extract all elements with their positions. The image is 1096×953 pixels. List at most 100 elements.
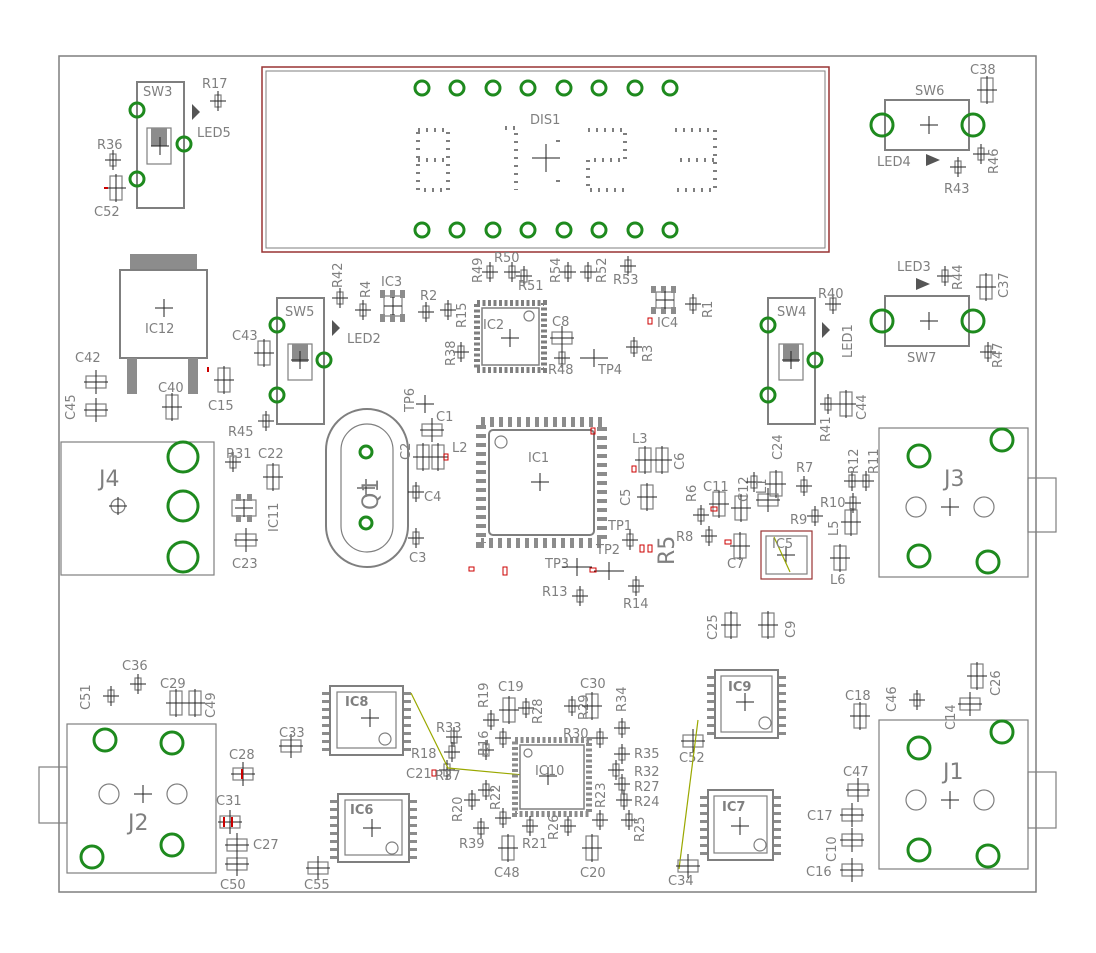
label-c12: C12 — [737, 476, 752, 502]
label-r42: R42 — [331, 262, 346, 288]
label-c17: C17 — [807, 809, 833, 824]
ic-ic5: IC5 — [760, 530, 813, 580]
label-c5: C5 — [619, 489, 634, 506]
label-l5: L5 — [827, 520, 842, 536]
label-r52: R52 — [595, 257, 610, 283]
label-ic10: IC10 — [535, 764, 564, 779]
label-led3: LED3 — [897, 260, 931, 275]
label-c20: C20 — [580, 866, 606, 881]
label-l3: L3 — [632, 432, 648, 447]
label-c27: C27 — [253, 838, 279, 853]
label-led4: LED4 — [877, 155, 911, 170]
label-c38: C38 — [970, 63, 996, 78]
display-digits — [416, 126, 717, 192]
label-c1: C1 — [436, 410, 453, 425]
label-r18: R18 — [411, 747, 437, 762]
label-ic6: IC6 — [350, 803, 373, 818]
label-sw6: SW6 — [915, 84, 944, 99]
label-r46: R46 — [987, 148, 1002, 174]
label-r4: R4 — [359, 281, 374, 298]
label-c31: C31 — [216, 794, 242, 809]
switch-sw3: SW3 — [128, 81, 193, 209]
label-c37: C37 — [997, 272, 1012, 298]
label-r29: R29 — [577, 694, 592, 720]
label-r32: R32 — [634, 765, 660, 780]
ic-ic7: IC7 — [700, 789, 781, 861]
label-r15: R15 — [455, 302, 470, 328]
label-c26: C26 — [989, 670, 1004, 696]
connector-j3: J3 — [878, 427, 1057, 578]
label-c48: C48 — [494, 866, 520, 881]
label-r5: R5 — [655, 536, 680, 565]
label-r22: R22 — [489, 784, 504, 810]
label-r26: R26 — [547, 814, 562, 840]
label-j4: J4 — [97, 467, 120, 492]
label-c23: C23 — [232, 557, 258, 572]
label-c55: C55 — [304, 878, 330, 893]
label-ic5: IC5 — [772, 537, 793, 552]
label-r10: R10 — [820, 496, 846, 511]
label-c22: C22 — [258, 447, 284, 462]
label-ic7: IC7 — [722, 800, 745, 815]
label-c28: C28 — [229, 748, 255, 763]
label-c49: C49 — [204, 692, 219, 718]
label-c52a: C52 — [94, 205, 120, 220]
label-c14: C14 — [944, 704, 959, 730]
label-r27: R27 — [634, 780, 660, 795]
label-r49: R49 — [471, 257, 486, 283]
label-r48: R48 — [548, 363, 574, 378]
label-c24: C24 — [771, 434, 786, 460]
label-r3: R3 — [641, 345, 656, 362]
label-c4: C4 — [424, 490, 441, 505]
label-ic3: IC3 — [381, 275, 402, 290]
label-tp2: TP2 — [595, 543, 620, 558]
label-c21: C21 — [406, 767, 432, 782]
label-c7: C7 — [727, 557, 744, 572]
label-j1: J1 — [941, 760, 964, 785]
connector-j2: J2 — [38, 723, 217, 874]
label-r8: R8 — [676, 530, 693, 545]
ic-ic8: IC8 — [322, 685, 411, 756]
label-c2: C2 — [399, 443, 414, 460]
label-c8: C8 — [552, 315, 569, 330]
label-c30: C30 — [580, 677, 606, 692]
label-c36: C36 — [122, 659, 148, 674]
label-r36: R36 — [97, 138, 123, 153]
ic-ic10: IC10 — [512, 737, 592, 817]
label-r41: R41 — [819, 416, 834, 442]
switch-sw5: SW5 — [268, 297, 333, 425]
label-sw7: SW7 — [907, 351, 936, 366]
ic-ic6: IC6 — [330, 793, 417, 863]
label-tp6: TP6 — [403, 388, 418, 413]
ic-ic3: IC3 — [380, 275, 405, 322]
board-outline — [58, 55, 1037, 893]
label-r45: R45 — [228, 425, 254, 440]
switch-sw7: SW7 — [869, 295, 986, 366]
label-c40: C40 — [158, 381, 184, 396]
label-ic9: IC9 — [728, 680, 751, 695]
label-r17: R17 — [202, 77, 228, 92]
crystal-q1: Q1 — [325, 408, 409, 568]
label-c9: C9 — [784, 621, 799, 638]
switch-sw6: SW6 — [869, 84, 986, 151]
label-c34: C34 — [668, 874, 694, 889]
label-c51: C51 — [79, 684, 94, 710]
label-r35: R35 — [634, 747, 660, 762]
label-ic4: IC4 — [657, 316, 678, 331]
ic-ic2: IC2 — [474, 300, 547, 373]
label-c3: C3 — [409, 551, 426, 566]
label-r23: R23 — [594, 782, 609, 808]
label-ic2: IC2 — [483, 318, 504, 333]
label-r11: R11 — [867, 448, 882, 474]
label-r34: R34 — [615, 686, 630, 712]
label-tp3: TP3 — [544, 557, 569, 572]
label-r20: R20 — [451, 796, 466, 822]
label-c11: C11 — [703, 480, 729, 495]
label-c25: C25 — [706, 614, 721, 640]
connector-j1: J1 — [878, 719, 1057, 870]
label-j3: J3 — [942, 467, 965, 492]
label-c52b: C52 — [679, 751, 705, 766]
label-r1: R1 — [701, 301, 716, 318]
label-led1: LED1 — [841, 324, 856, 358]
